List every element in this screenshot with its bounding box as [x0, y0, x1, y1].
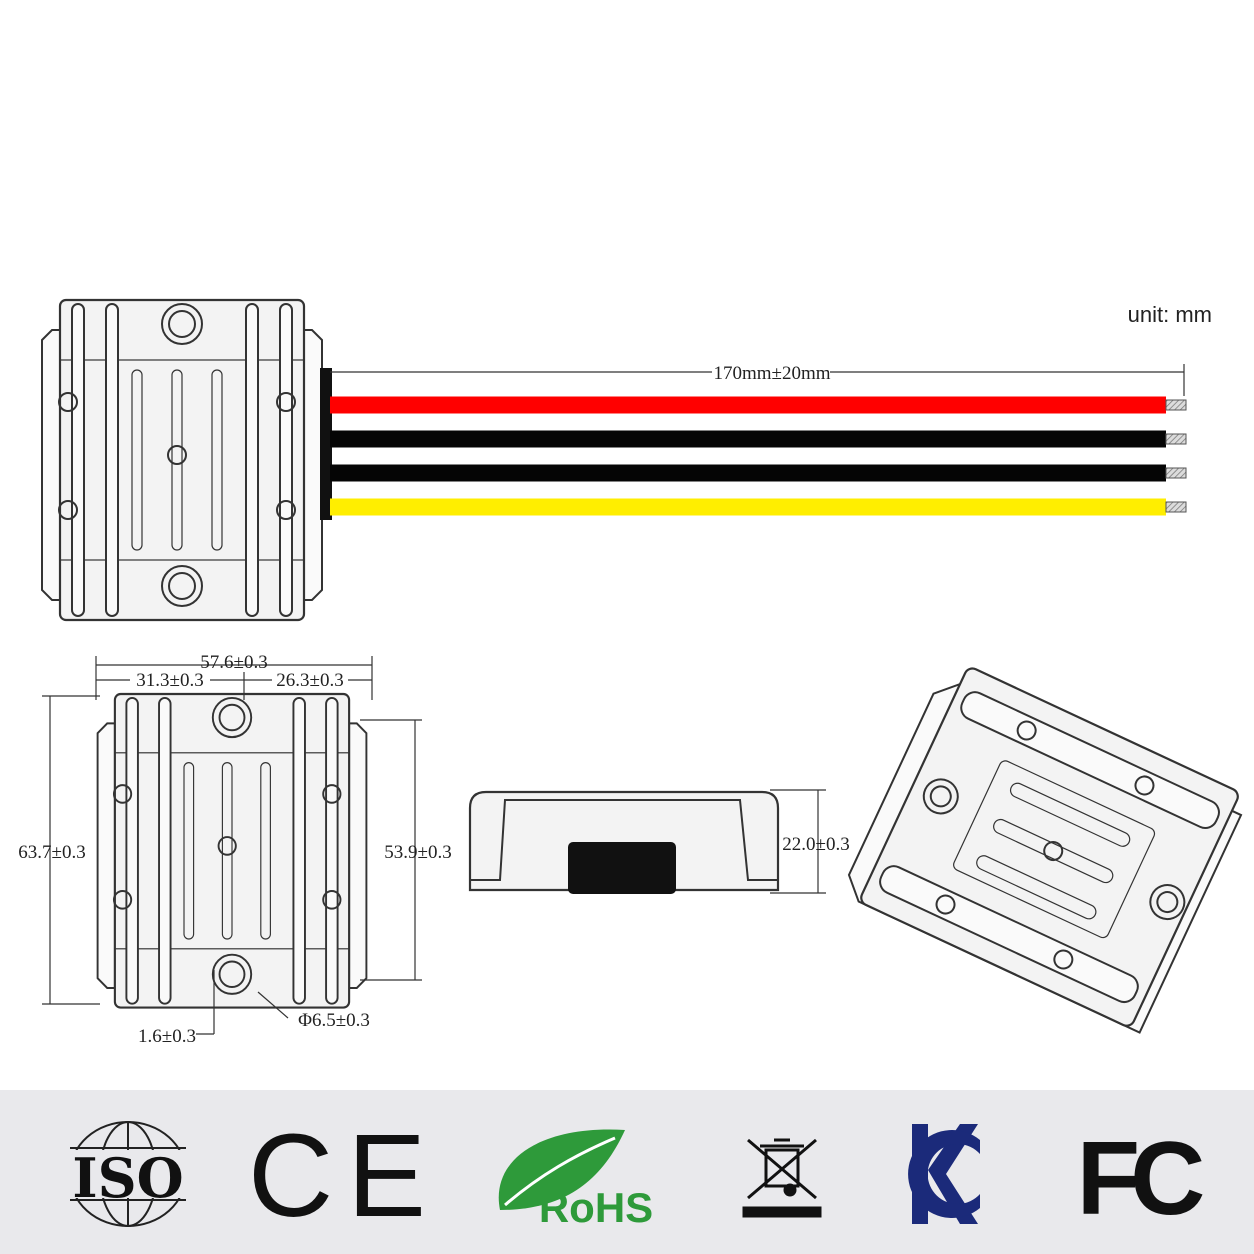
- ce-mark: CE: [248, 1110, 440, 1242]
- weee-bin-icon: [742, 1138, 822, 1218]
- module-front-dimensioned: 57.6±0.3 31.3±0.3 26.3±0.3 63.7±0.3 53.9…: [18, 652, 451, 1047]
- dim-hole-diameter: Φ6.5±0.3: [298, 1010, 370, 1031]
- wire-black-1: [330, 430, 1166, 448]
- wire-length-dimension: 170mm±20mm: [330, 363, 1185, 396]
- fc-mark: FC: [1077, 1121, 1204, 1237]
- wire-red: [330, 396, 1166, 414]
- dim-body-height: 53.9±0.3: [384, 842, 451, 863]
- dim-edge-offset: 1.6±0.3: [138, 1026, 196, 1047]
- rohs-leaf-icon: [498, 1129, 625, 1210]
- rohs-logo: RoHS: [498, 1129, 653, 1231]
- rohs-text: RoHS: [539, 1184, 653, 1231]
- wire-gland-side: [568, 842, 676, 894]
- wire-black-2-stripped-end: [1165, 467, 1187, 479]
- kc-mark-icon: [908, 1124, 980, 1224]
- dim-overall-height: 63.7±0.3: [18, 842, 85, 863]
- dim-thickness: 22.0±0.3: [782, 834, 849, 855]
- dim-right-hole-offset: 26.3±0.3: [276, 670, 343, 691]
- dim-overall-width: 57.6±0.3: [200, 652, 267, 673]
- wire-black-2: [330, 464, 1166, 482]
- certification-band: [0, 1090, 1254, 1254]
- wire-yellow: [330, 498, 1166, 516]
- iso-logo: ISO: [54, 1121, 202, 1227]
- module-top-view: [40, 298, 332, 622]
- module-isometric-view: [847, 667, 1243, 1034]
- dim-left-hole-offset: 31.3±0.3: [136, 670, 203, 691]
- wire-gland: [320, 368, 332, 520]
- wire-black-1-stripped-end: [1165, 433, 1187, 445]
- module-side-view: 22.0±0.3: [468, 789, 850, 894]
- iso-text: ISO: [72, 1146, 183, 1210]
- wire-yellow-stripped-end: [1165, 501, 1187, 513]
- unit-label: unit: mm: [1128, 302, 1212, 327]
- wire-bundle: [330, 396, 1187, 516]
- wire-length-label: 170mm±20mm: [713, 363, 830, 384]
- wire-red-stripped-end: [1165, 399, 1187, 411]
